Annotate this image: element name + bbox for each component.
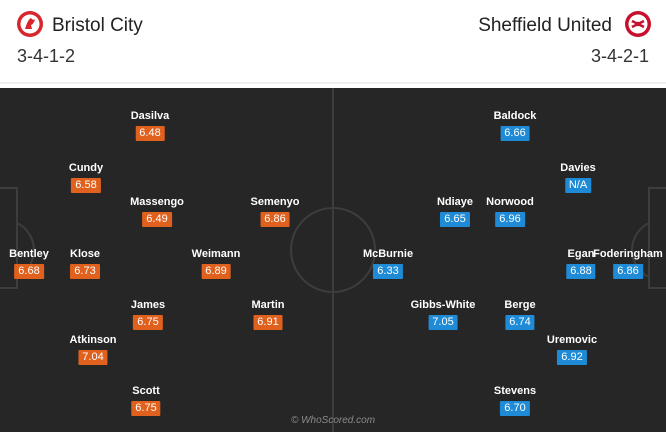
player-rating-badge: 7.04 bbox=[78, 350, 108, 365]
player-name: Weimann bbox=[191, 248, 241, 260]
player-rating-badge: 6.92 bbox=[557, 350, 587, 365]
pitch: Dasilva 6.48 Cundy 6.58 Massengo 6.49 Se… bbox=[0, 88, 666, 432]
player-name: Uremovic bbox=[546, 334, 598, 346]
player-rating-badge: 6.74 bbox=[505, 315, 535, 330]
home-player[interactable]: James 6.75 bbox=[131, 299, 165, 330]
player-name: Atkinson bbox=[69, 334, 117, 346]
away-player[interactable]: Davies N/A bbox=[560, 162, 596, 193]
player-rating-badge: 6.66 bbox=[500, 126, 530, 141]
away-player[interactable]: Foderingham 6.86 bbox=[593, 248, 663, 279]
player-rating-badge: 6.89 bbox=[201, 264, 231, 279]
player-rating-badge: 6.88 bbox=[566, 264, 596, 279]
away-player[interactable]: Norwood 6.96 bbox=[486, 196, 534, 227]
player-name: Massengo bbox=[130, 196, 184, 208]
player-name: Scott bbox=[132, 385, 160, 397]
player-name: Ndiaye bbox=[436, 196, 474, 208]
player-rating-badge: 6.48 bbox=[135, 126, 165, 141]
home-player[interactable]: Klose 6.73 bbox=[70, 248, 100, 279]
home-player[interactable]: Atkinson 7.04 bbox=[69, 334, 117, 365]
away-player[interactable]: Egan 6.88 bbox=[566, 248, 596, 279]
sheffield-united-crest-icon bbox=[625, 11, 651, 37]
home-player[interactable]: Scott 6.75 bbox=[131, 385, 161, 416]
home-player[interactable]: Weimann 6.89 bbox=[191, 248, 241, 279]
player-name: Semenyo bbox=[250, 196, 300, 208]
home-player[interactable]: Semenyo 6.86 bbox=[250, 196, 300, 227]
player-name: Stevens bbox=[493, 385, 537, 397]
player-rating-badge: 6.49 bbox=[142, 212, 172, 227]
watermark: © WhoScored.com bbox=[290, 415, 376, 426]
player-name: James bbox=[130, 299, 166, 311]
away-team-name: Sheffield United bbox=[478, 15, 612, 36]
away-player[interactable]: Berge 6.74 bbox=[504, 299, 536, 330]
player-name: Davies bbox=[560, 162, 596, 174]
player-rating-badge: 6.96 bbox=[495, 212, 525, 227]
player-rating-badge: 6.91 bbox=[253, 315, 283, 330]
player-rating-badge: 6.65 bbox=[440, 212, 470, 227]
player-rating-badge: 6.33 bbox=[373, 264, 403, 279]
away-player[interactable]: Uremovic 6.92 bbox=[547, 334, 597, 365]
away-player[interactable]: Stevens 6.70 bbox=[494, 385, 536, 416]
away-player[interactable]: Baldock 6.66 bbox=[493, 110, 537, 141]
home-player[interactable]: Cundy 6.58 bbox=[69, 162, 103, 193]
player-rating-badge: 6.68 bbox=[14, 264, 44, 279]
player-rating-badge: 6.70 bbox=[500, 401, 530, 416]
bristol-city-crest-icon bbox=[17, 11, 43, 37]
player-name: Norwood bbox=[486, 196, 534, 208]
player-name: Baldock bbox=[493, 110, 537, 122]
home-player[interactable]: Massengo 6.49 bbox=[130, 196, 184, 227]
player-rating-badge: 6.73 bbox=[70, 264, 100, 279]
player-name: McBurnie bbox=[362, 248, 414, 260]
away-player[interactable]: McBurnie 6.33 bbox=[363, 248, 413, 279]
home-player[interactable]: Bentley 6.68 bbox=[9, 248, 49, 279]
away-player[interactable]: Gibbs-White 7.05 bbox=[410, 299, 476, 330]
header-divider bbox=[0, 82, 666, 84]
player-name: Martin bbox=[251, 299, 285, 311]
player-name: Klose bbox=[70, 248, 100, 260]
player-rating-badge: N/A bbox=[564, 178, 592, 193]
player-name: Berge bbox=[504, 299, 536, 311]
player-rating-badge: 6.75 bbox=[133, 315, 163, 330]
player-name: Egan bbox=[567, 248, 595, 260]
home-team-name: Bristol City bbox=[52, 15, 143, 36]
match-header: Bristol City 3-4-1-2 Sheffield United 3-… bbox=[0, 0, 666, 84]
player-name: Dasilva bbox=[130, 110, 170, 122]
player-rating-badge: 6.75 bbox=[131, 401, 161, 416]
home-formation: 3-4-1-2 bbox=[17, 46, 76, 66]
player-name: Bentley bbox=[9, 248, 49, 260]
player-rating-badge: 6.86 bbox=[613, 264, 643, 279]
away-formation: 3-4-2-1 bbox=[590, 46, 649, 66]
player-name: Foderingham bbox=[593, 248, 663, 260]
player-rating-badge: 7.05 bbox=[428, 315, 458, 330]
home-player[interactable]: Dasilva 6.48 bbox=[130, 110, 170, 141]
player-name: Gibbs-White bbox=[410, 299, 476, 311]
player-rating-badge: 6.86 bbox=[260, 212, 290, 227]
away-player[interactable]: Ndiaye 6.65 bbox=[437, 196, 473, 227]
home-player[interactable]: Martin 6.91 bbox=[252, 299, 285, 330]
player-name: Cundy bbox=[68, 162, 104, 174]
player-rating-badge: 6.58 bbox=[71, 178, 101, 193]
